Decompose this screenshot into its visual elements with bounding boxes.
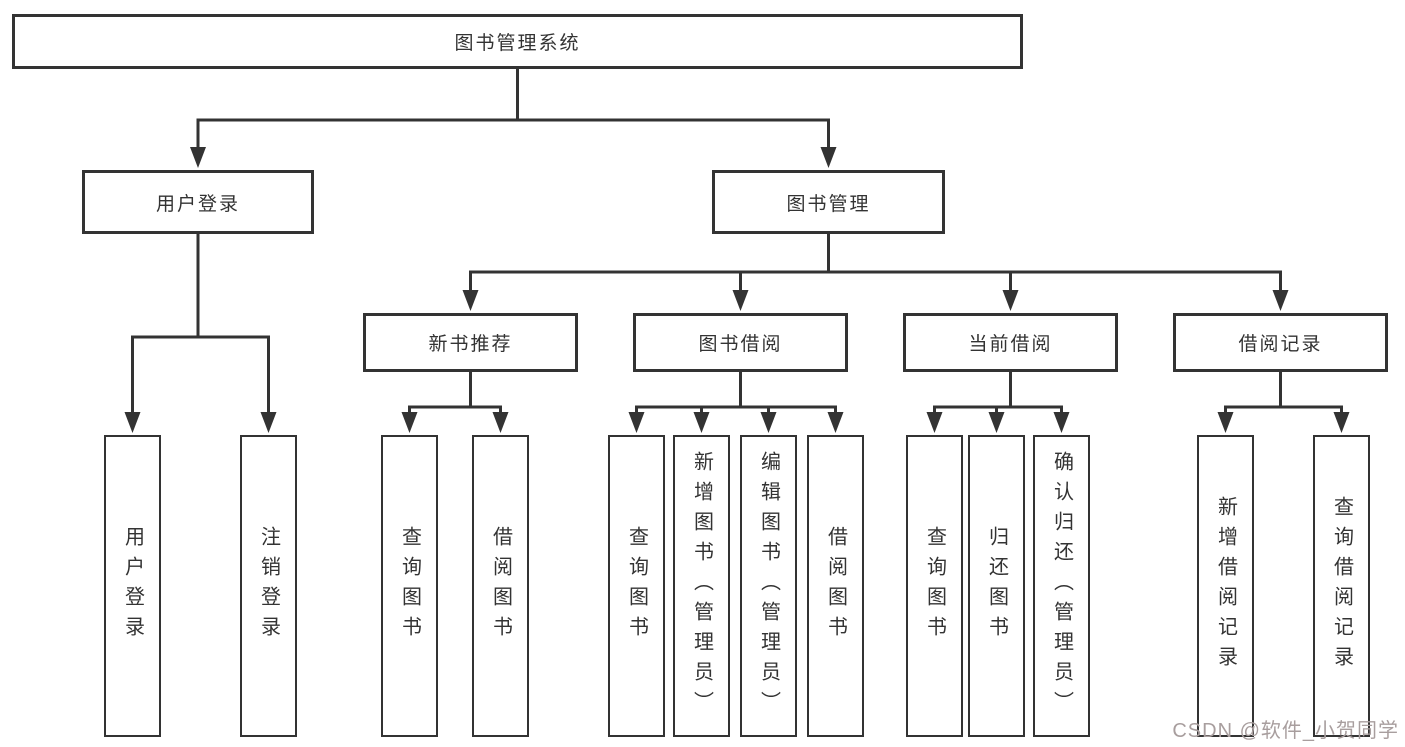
leaf-edit-books-admin: 编辑图书（管理员） [740,435,797,737]
leaf-label: 编辑图书（管理员） [757,451,780,721]
leaf-label: 借阅图书 [489,526,512,646]
leaf-add-borrow-record: 新增借阅记录 [1197,435,1254,737]
node-book-management: 图书管理 [712,170,945,234]
node-label: 当前借阅 [968,334,1053,355]
leaf-label: 用户登录 [121,526,144,646]
node-label: 图书管理 [786,193,871,215]
leaf-borrow-books-2: 借阅图书 [807,435,864,737]
leaf-confirm-return-admin: 确认归还（管理员） [1033,435,1090,737]
leaf-user-login: 用户登录 [104,435,161,737]
node-library-system: 图书管理系统 [12,14,1023,69]
node-label: 图书借阅 [698,334,783,355]
arrowheads [124,147,1350,433]
leaf-query-books-2: 查询图书 [608,435,665,737]
leaf-label: 借阅图书 [824,526,847,646]
leaf-return-books: 归还图书 [968,435,1025,737]
node-user-login: 用户登录 [82,170,314,234]
leaf-add-books-admin: 新增图书（管理员） [673,435,730,737]
csdn-watermark: CSDN @软件_小贺同学 [1172,720,1399,742]
leaf-label: 确认归还（管理员） [1050,451,1073,721]
leaf-label: 归还图书 [985,526,1008,646]
leaf-logout: 注销登录 [240,435,297,737]
node-label: 用户登录 [155,193,240,215]
leaf-label: 注销登录 [257,526,280,646]
leaf-label: 查询图书 [923,526,946,646]
leaf-label: 查询图书 [625,526,648,646]
leaf-query-borrow-record: 查询借阅记录 [1313,435,1370,737]
leaf-query-books-1: 查询图书 [381,435,438,737]
node-new-book-recommend: 新书推荐 [363,313,578,372]
leaf-query-books-3: 查询图书 [906,435,963,737]
node-label: 新书推荐 [428,334,513,355]
leaf-label: 查询图书 [398,526,421,646]
leaf-label: 查询借阅记录 [1330,496,1353,676]
node-borrow-records: 借阅记录 [1173,313,1388,372]
node-book-borrow: 图书借阅 [633,313,848,372]
node-label: 图书管理系统 [454,33,581,54]
node-label: 借阅记录 [1238,334,1323,355]
node-current-borrow: 当前借阅 [903,313,1118,372]
leaf-label: 新增图书（管理员） [690,451,713,721]
leaf-borrow-books-1: 借阅图书 [472,435,529,737]
leaf-label: 新增借阅记录 [1214,496,1237,676]
